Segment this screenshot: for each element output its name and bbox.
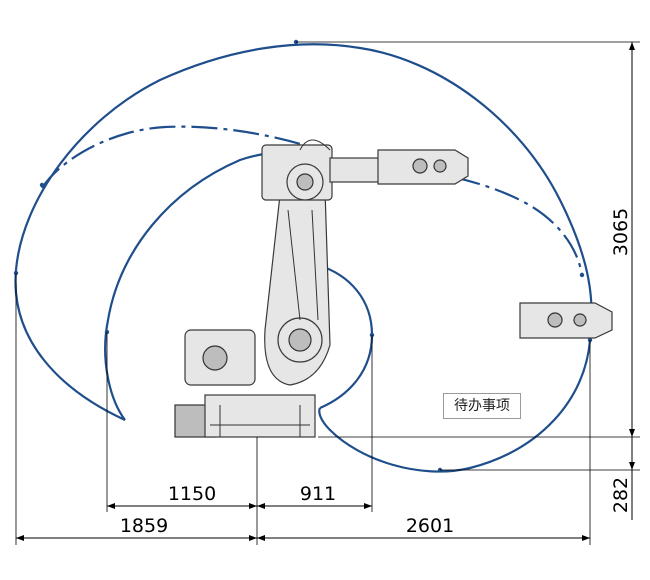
dim-height-total: 3065 [610,208,632,256]
dim-reach-rear: 1859 [120,515,168,537]
robot-motor-cap [202,345,228,371]
robot-cable [299,139,331,151]
robot-wrist-alt-flange [573,313,587,327]
robot-joint-3-hub [296,173,314,191]
dim-rear-inner: 1150 [168,483,216,505]
robot-wrist-alt [519,302,613,339]
lower-front-curve [318,339,592,473]
robot-wrist-flange [433,159,447,173]
dim-reach-front: 2601 [406,515,454,537]
envelope-point [39,182,45,188]
dashed-envelope-curve [41,125,321,189]
robot-forearm [329,157,381,183]
todo-label-box[interactable]: 待办事项 [443,393,521,419]
robot-joint-2-hub [288,328,312,352]
robot-wrist-alt-joint [547,312,563,328]
robot-wrist-joint [412,158,428,174]
robot-arm [174,139,613,438]
dim-height-below-base: 282 [610,477,632,513]
envelope-point [579,272,585,278]
robot-base [204,394,316,438]
extension-lines [15,41,640,545]
dimension-lines [16,42,635,541]
dim-front-inner: 911 [300,483,336,505]
